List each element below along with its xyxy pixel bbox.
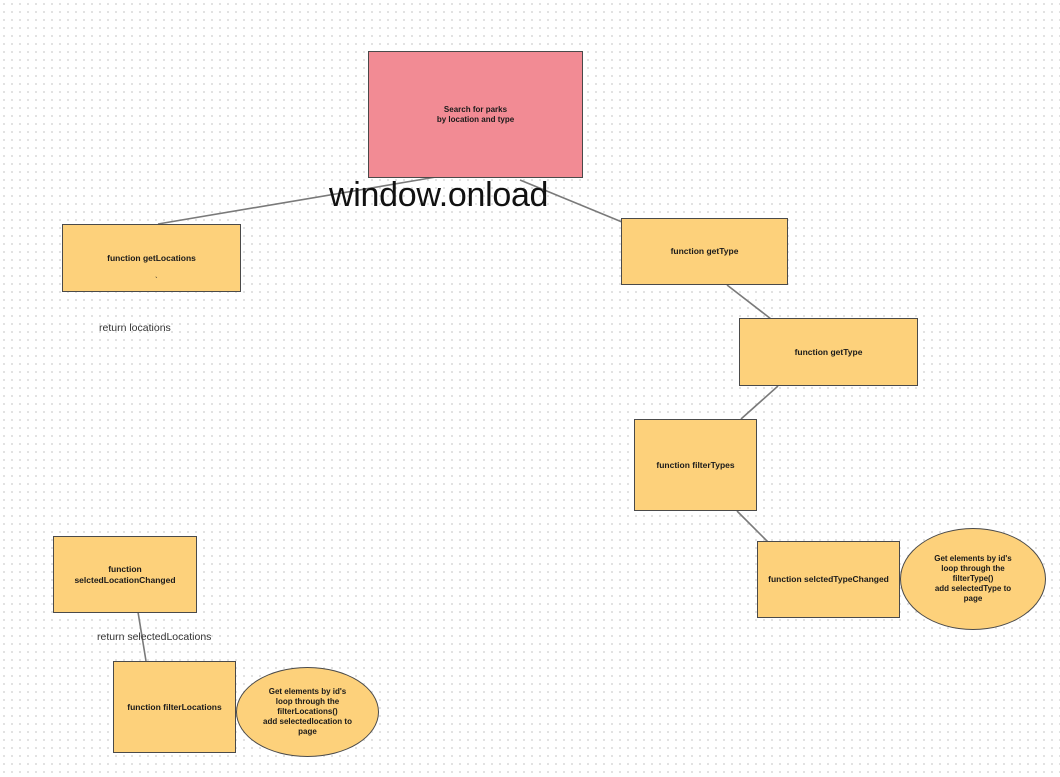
node-get-locations-label: function getLocations [107,252,196,263]
node-get-locations[interactable]: function getLocations [62,224,241,292]
note-ellipse-type[interactable]: Get elements by id's loop through the fi… [900,528,1046,630]
node-selcted-location-changed[interactable]: function selctedLocationChanged [53,536,197,613]
node-get-type-1[interactable]: function getType [621,218,788,285]
node-filter-locations-label: function filterLocations [127,701,222,712]
annotation-return-locations: return locations [99,322,171,334]
annotation-return-selected-locations: return selectedLocations [97,631,212,643]
get-locations-mark: ` [155,276,158,285]
edge-filtertypes-to-selctedtypechanged[interactable] [736,510,769,543]
note-ellipse-type-text: Get elements by id's loop through the fi… [934,554,1012,603]
node-get-type-1-label: function getType [670,246,739,257]
window-onload-label: window.onload [329,176,549,214]
node-filter-locations[interactable]: function filterLocations [113,661,236,753]
edge-gettype-to-gettype[interactable] [726,284,772,320]
node-get-type-2[interactable]: function getType [739,318,918,386]
node-filter-types-label: function filterTypes [656,459,735,470]
edge-header-to-getlocations[interactable] [157,176,437,225]
note-ellipse-location-text: Get elements by id's loop through the fi… [263,687,352,736]
node-get-type-2-label: function getType [794,346,863,357]
node-selcted-type-changed-label: function selctedTypeChanged [768,574,889,585]
edge-gettype-to-filtertypes[interactable] [740,385,779,420]
edge-selctedlocationchanged-to-filterlocations[interactable] [137,611,147,662]
header-box-label: Search for parks by location and type [436,104,515,124]
note-ellipse-location[interactable]: Get elements by id's loop through the fi… [236,667,379,757]
node-filter-types[interactable]: function filterTypes [634,419,757,511]
header-box-search-parks[interactable]: Search for parks by location and type [368,51,583,178]
node-selcted-type-changed[interactable]: function selctedTypeChanged [757,541,900,618]
edge-header-to-gettype[interactable] [519,179,623,223]
node-selcted-location-changed-label: function selctedLocationChanged [74,563,176,585]
